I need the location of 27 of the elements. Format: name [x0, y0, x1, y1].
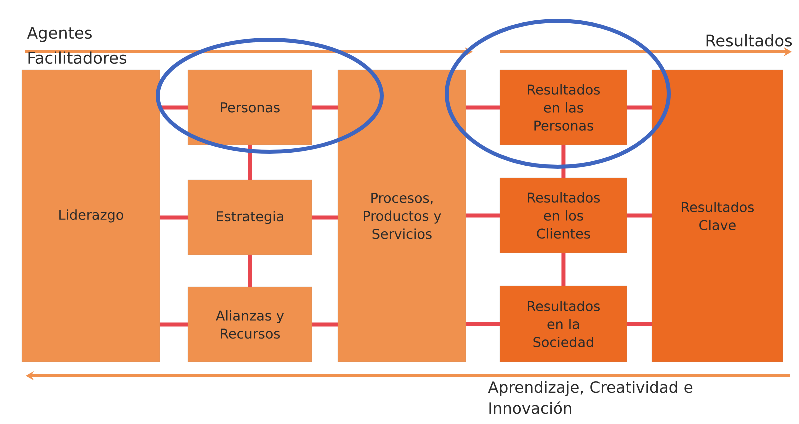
connector-line — [562, 145, 566, 178]
connector-line — [466, 214, 500, 218]
connector-line — [160, 106, 188, 110]
process-box: Resultados en la Sociedad — [500, 286, 628, 362]
connector-line — [248, 145, 252, 180]
connector-line — [627, 106, 652, 110]
process-box: Resultados en los Clientes — [500, 178, 628, 254]
connector-line — [627, 214, 652, 218]
connector-line — [248, 255, 252, 287]
connector-line — [160, 322, 188, 327]
connector-line — [562, 253, 566, 286]
process-box: Resultados en las Personas — [500, 70, 628, 146]
section-label: Aprendizaje, Creatividad e Innovación — [488, 381, 693, 414]
connector-line — [312, 106, 338, 110]
process-box: Liderazgo — [22, 70, 160, 362]
connector-line — [312, 216, 338, 220]
connector-line — [160, 216, 188, 220]
connector-line — [312, 322, 338, 327]
process-box: Resultados Clave — [652, 70, 784, 362]
process-box: Alianzas y Recursos — [188, 287, 312, 362]
section-label: Resultados — [706, 34, 792, 47]
process-box: Estrategia — [188, 180, 312, 256]
connector-line — [466, 106, 500, 110]
connector-line — [466, 322, 500, 326]
process-box: Personas — [188, 70, 312, 146]
process-box: Procesos, Productos y Servicios — [338, 70, 466, 362]
connector-line — [627, 322, 652, 326]
